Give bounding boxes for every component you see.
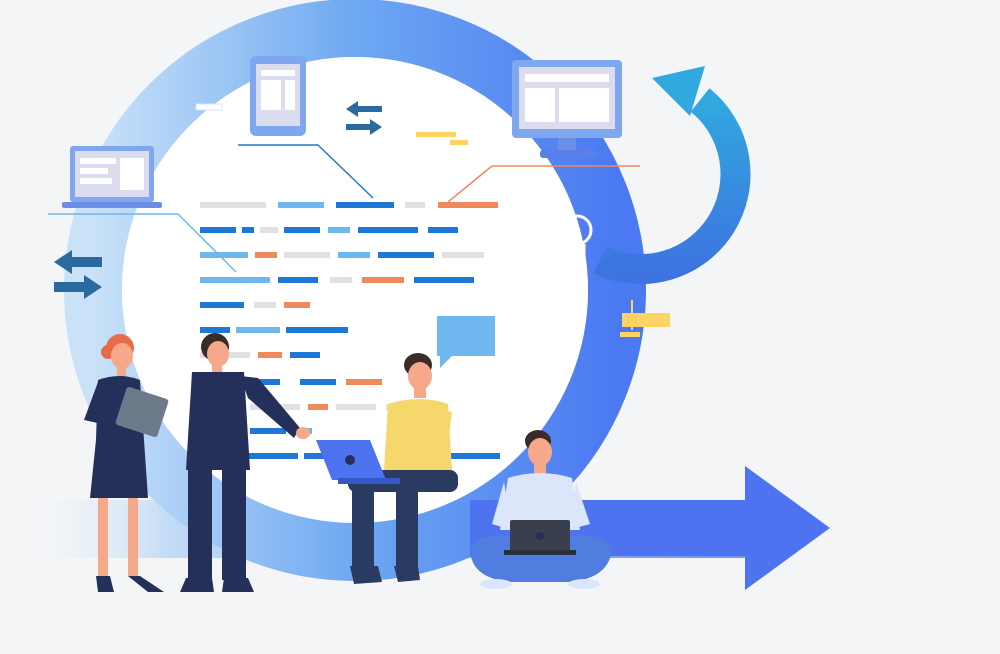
code-line-segment bbox=[258, 352, 282, 358]
man-pointing bbox=[180, 333, 310, 592]
code-line-segment bbox=[290, 352, 320, 358]
speech-bubble-icon bbox=[437, 316, 495, 368]
code-line-segment bbox=[336, 202, 394, 208]
laptop-held bbox=[316, 440, 400, 484]
code-line-segment bbox=[284, 252, 330, 258]
code-line-segment bbox=[236, 327, 280, 333]
swap-arrows-icon-left bbox=[54, 250, 102, 299]
code-line-segment bbox=[346, 379, 382, 385]
code-line-segment bbox=[250, 379, 280, 385]
code-line-segment bbox=[284, 302, 310, 308]
code-line-segment bbox=[442, 252, 484, 258]
code-line-segment bbox=[200, 302, 244, 308]
code-lines bbox=[200, 202, 500, 459]
woman-with-tablet bbox=[84, 334, 169, 592]
monitor-icon bbox=[512, 60, 622, 158]
swap-arrows-icon bbox=[346, 101, 382, 135]
return-arrow-icon bbox=[593, 66, 751, 285]
code-line-segment bbox=[284, 227, 320, 233]
man-cross-legged-with-laptop bbox=[470, 430, 612, 589]
code-line-segment bbox=[428, 227, 458, 233]
code-line-segment bbox=[300, 379, 336, 385]
code-line-segment bbox=[242, 227, 254, 233]
code-line-segment bbox=[308, 404, 328, 410]
code-line-segment bbox=[414, 277, 474, 283]
code-line-segment bbox=[200, 202, 266, 208]
code-line-segment bbox=[338, 252, 370, 258]
decorative-yellow-marks bbox=[416, 132, 670, 337]
code-line-segment bbox=[260, 227, 278, 233]
laptop-icon bbox=[62, 146, 162, 208]
code-line-segment bbox=[328, 227, 350, 233]
lightbulb-icon bbox=[561, 214, 593, 264]
code-line-segment bbox=[200, 252, 248, 258]
code-line-segment bbox=[255, 252, 277, 258]
code-line-segment bbox=[278, 202, 324, 208]
code-line-segment bbox=[248, 453, 298, 459]
code-line-segment bbox=[286, 327, 348, 333]
code-line-segment bbox=[440, 453, 500, 459]
code-line-segment bbox=[405, 202, 425, 208]
code-line-segment bbox=[336, 404, 376, 410]
code-line-segment bbox=[278, 277, 318, 283]
man-sitting-with-laptop bbox=[316, 353, 458, 584]
code-line-segment bbox=[228, 352, 250, 358]
code-line-segment bbox=[358, 227, 418, 233]
code-line-segment bbox=[378, 252, 434, 258]
code-line-segment bbox=[330, 277, 352, 283]
code-line-segment bbox=[362, 277, 404, 283]
tablet-icon bbox=[250, 56, 306, 136]
code-line-segment bbox=[254, 302, 276, 308]
laptop-on-lap bbox=[504, 520, 576, 555]
code-line-segment bbox=[438, 202, 498, 208]
code-line-segment bbox=[200, 227, 236, 233]
code-line-segment bbox=[250, 428, 286, 434]
code-line-segment bbox=[200, 277, 270, 283]
code-line-segment bbox=[200, 327, 230, 333]
